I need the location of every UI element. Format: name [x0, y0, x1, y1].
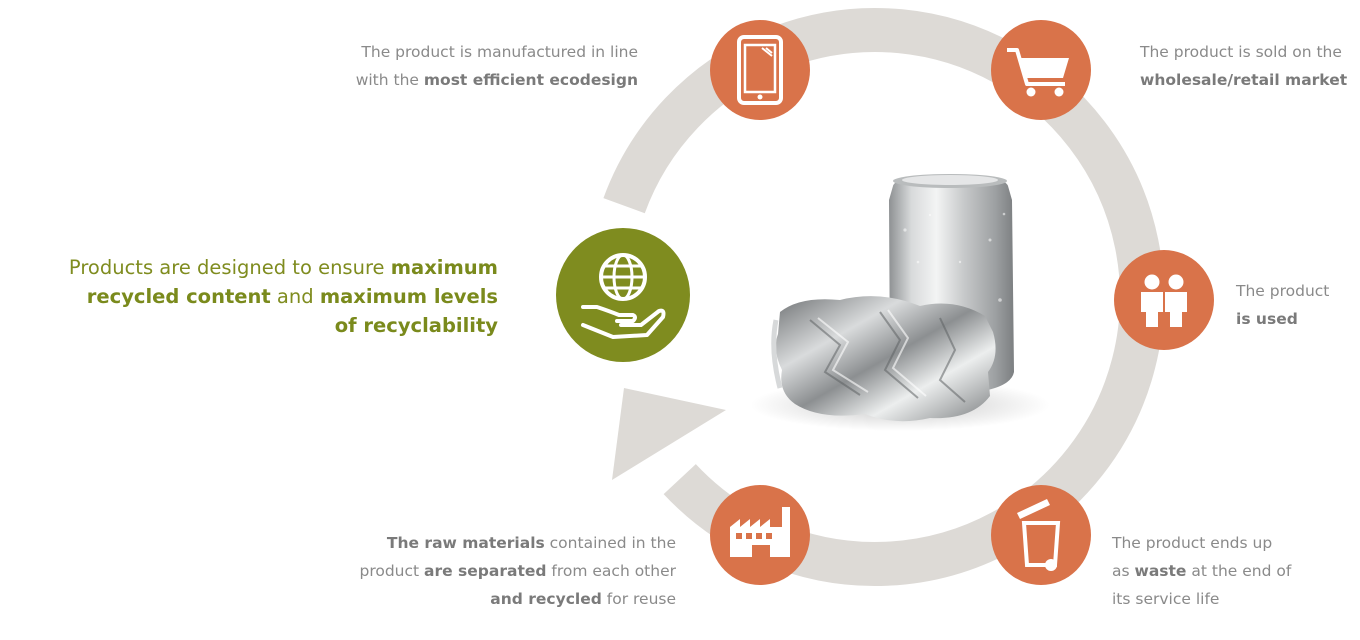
label-text: The product [1236, 282, 1330, 300]
trash-bin-icon [1017, 499, 1061, 571]
label-text: from each other [546, 562, 676, 580]
label-bold-text: of recyclability [334, 314, 498, 337]
label-text: with the [355, 71, 424, 89]
label-text: and [270, 285, 320, 308]
step-circle-recycled [710, 485, 810, 585]
label-text: The product is sold on the [1140, 43, 1342, 61]
step-circle-design [556, 228, 690, 362]
label-line: as waste at the end of [1112, 557, 1332, 585]
label-bold-text: and recycled [490, 590, 602, 608]
label-line: The product is manufactured in line [300, 38, 638, 66]
factory-icon [730, 507, 790, 557]
label-line: of recyclability [40, 311, 498, 340]
label-bold-text: are separated [424, 562, 547, 580]
label-bold-text: maximum [390, 256, 498, 279]
label-text: Products are designed to ensure [68, 256, 391, 279]
label-line: with the most efficient ecodesign [300, 66, 638, 94]
label-text: for reuse [601, 590, 676, 608]
label-bold-text: is used [1236, 310, 1298, 328]
smartphone-icon [737, 35, 783, 105]
label-line: The product ends up [1112, 529, 1332, 557]
label-bold-text: wholesale/retail market [1140, 71, 1348, 89]
label-bold-text: The raw materials [386, 534, 545, 552]
label-line: recycled content and maximum levels [40, 282, 498, 311]
step-circle-waste [991, 485, 1091, 585]
label-text: its service life [1112, 590, 1220, 608]
step-circle-used [1114, 250, 1214, 350]
step-label-used: The product is used [1236, 277, 1356, 333]
step-circle-sold [991, 20, 1091, 120]
label-text: at the end of [1186, 562, 1292, 580]
label-text: product [359, 562, 425, 580]
label-line: The product [1236, 277, 1356, 305]
label-line: The product is sold on the [1140, 38, 1355, 66]
label-line: The raw materials contained in the [330, 529, 676, 557]
label-text: contained in the [544, 534, 676, 552]
shopping-cart-icon [1007, 48, 1069, 97]
step-label-manufacture: The product is manufactured in line with … [300, 38, 638, 94]
label-bold-text: most efficient ecodesign [423, 71, 638, 89]
cycle-arrowhead [612, 388, 726, 480]
label-line: Products are designed to ensure maximum [40, 253, 498, 282]
step-label-sold: The product is sold on the wholesale/reta… [1140, 38, 1355, 94]
label-text: as [1112, 562, 1135, 580]
label-line: wholesale/retail market [1140, 66, 1355, 94]
people-icon [1141, 274, 1187, 327]
label-text: The product is manufactured in line [361, 43, 638, 61]
label-bold-text: recycled content [86, 285, 271, 308]
label-line: is used [1236, 305, 1356, 333]
label-line: its service life [1112, 585, 1332, 613]
label-bold-text: maximum levels [319, 285, 498, 308]
step-circle-manufacture [710, 20, 810, 120]
step-label-waste: The product ends up as waste at the end o… [1112, 529, 1332, 613]
aluminum-cans-image [750, 174, 1050, 431]
label-line: product are separated from each other [330, 557, 676, 585]
globe-hand-icon [581, 253, 666, 339]
label-line: and recycled for reuse [330, 585, 676, 613]
label-text: The product ends up [1112, 534, 1273, 552]
label-bold-text: waste [1134, 562, 1187, 580]
